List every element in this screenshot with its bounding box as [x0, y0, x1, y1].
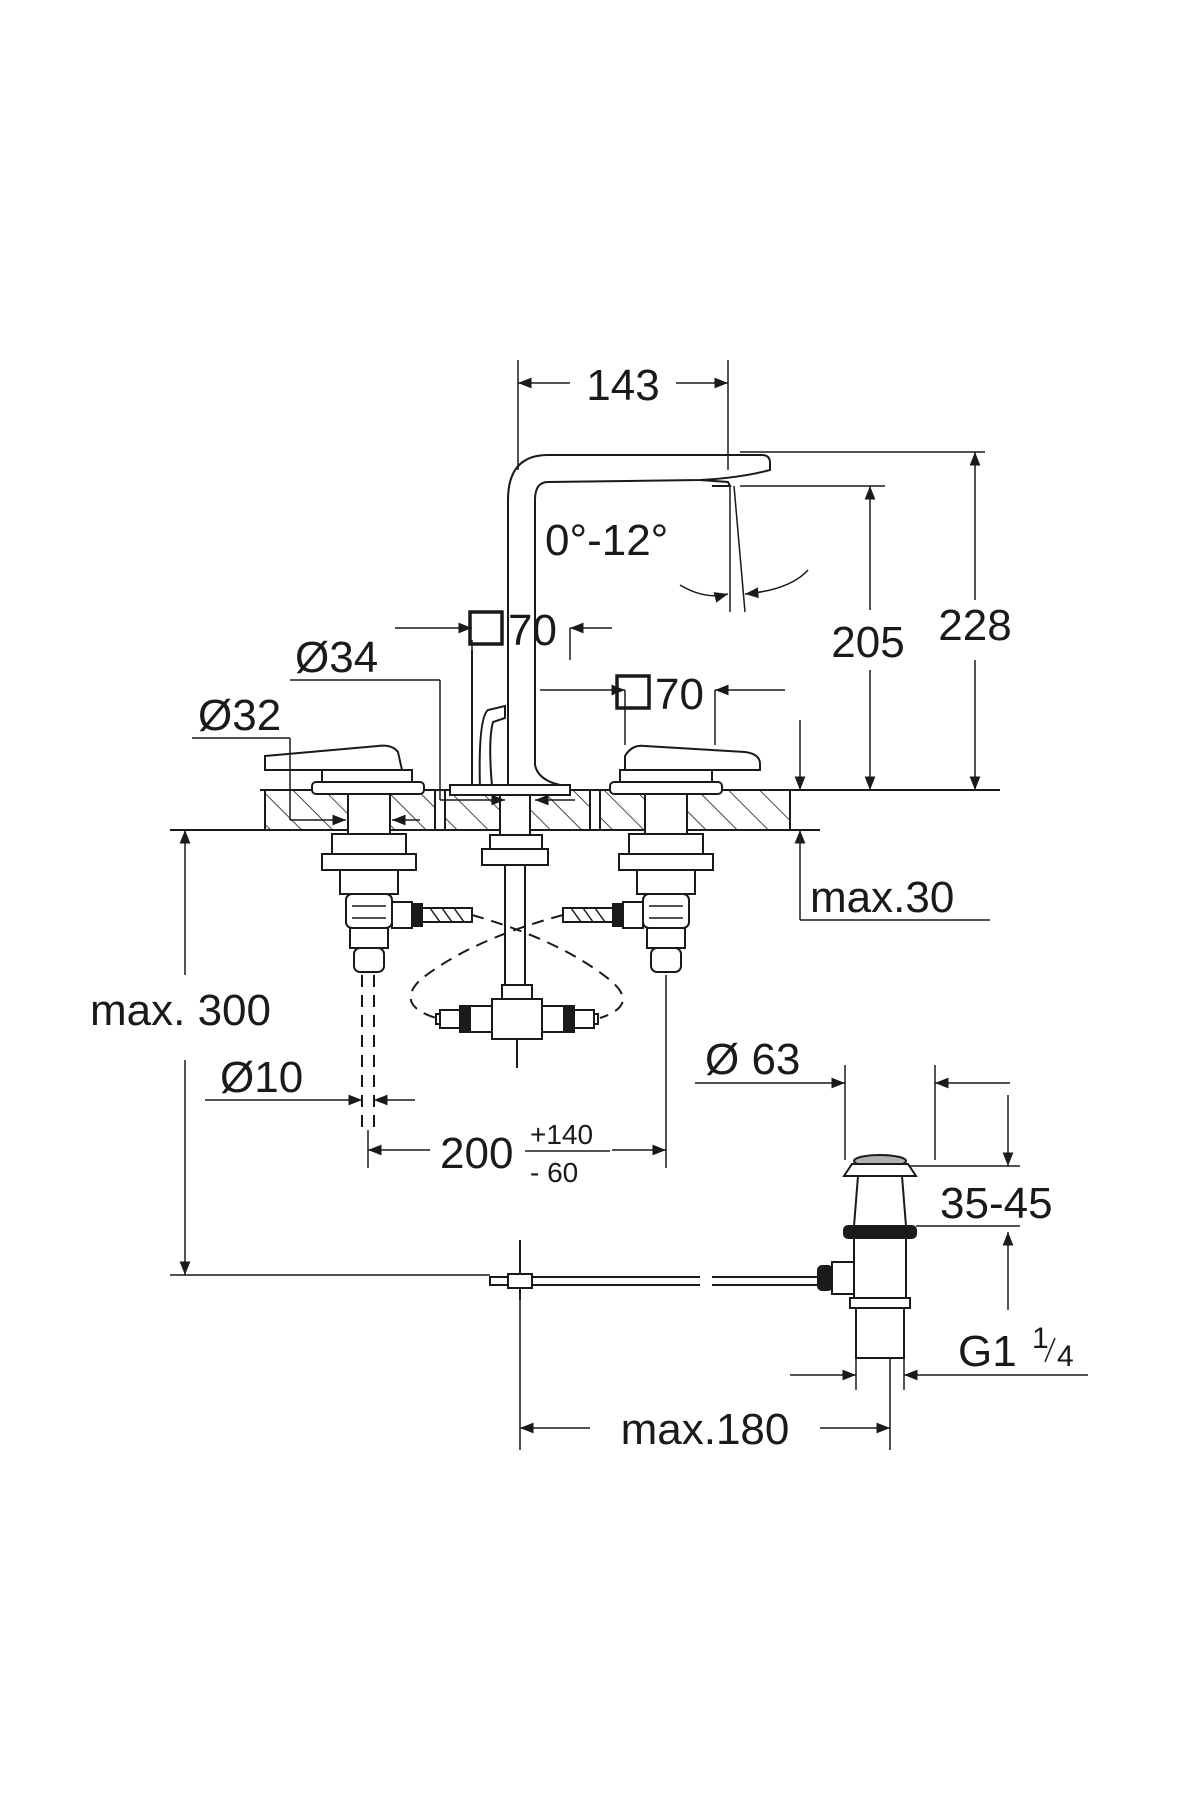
label-spread-minus: - 60 [530, 1157, 578, 1188]
label-max-30: max.30 [810, 873, 954, 922]
label-143: 143 [586, 361, 659, 410]
label-spread-200: 200 [440, 1129, 513, 1178]
label-spout-diameter: Ø34 [295, 633, 378, 682]
countertop-deck [170, 789, 1000, 831]
label-max-180: max.180 [621, 1405, 790, 1454]
label-handle-base-70: 70 [655, 670, 704, 719]
label-drain-thread-num: 1 [1032, 1322, 1049, 1355]
label-tilt-angle: 0°-12° [545, 516, 668, 565]
square-symbol-icon [615, 674, 651, 710]
label-spout-base-70: 70 [508, 606, 557, 655]
square-symbol-icon [468, 610, 504, 646]
label-max-300: max. 300 [90, 986, 271, 1035]
popup-rod [489, 1240, 818, 1300]
label-handle-diameter: Ø32 [198, 691, 281, 740]
label-228: 228 [938, 601, 1011, 650]
label-35-45: 35-45 [940, 1179, 1053, 1228]
label-pipe-diameter: Ø10 [220, 1053, 303, 1102]
label-205: 205 [831, 618, 904, 667]
right-handle-valve [562, 744, 761, 973]
dimension-labels: 143 0°-12° 205 228 70 70 Ø34 Ø32 max.30 … [90, 361, 1074, 1454]
label-drain-thread: G1 [958, 1327, 1017, 1376]
label-spread-plus: +140 [530, 1119, 593, 1150]
supply-pipe-dashed [361, 975, 375, 1130]
dimension-lines [170, 360, 1088, 1450]
popup-drain [817, 1154, 918, 1359]
label-drain-thread-den: 4 [1057, 1340, 1074, 1373]
flex-hoses [409, 914, 624, 1019]
left-handle-valve [264, 744, 473, 973]
spout [435, 454, 771, 1068]
label-drain-diameter: Ø 63 [705, 1035, 800, 1084]
